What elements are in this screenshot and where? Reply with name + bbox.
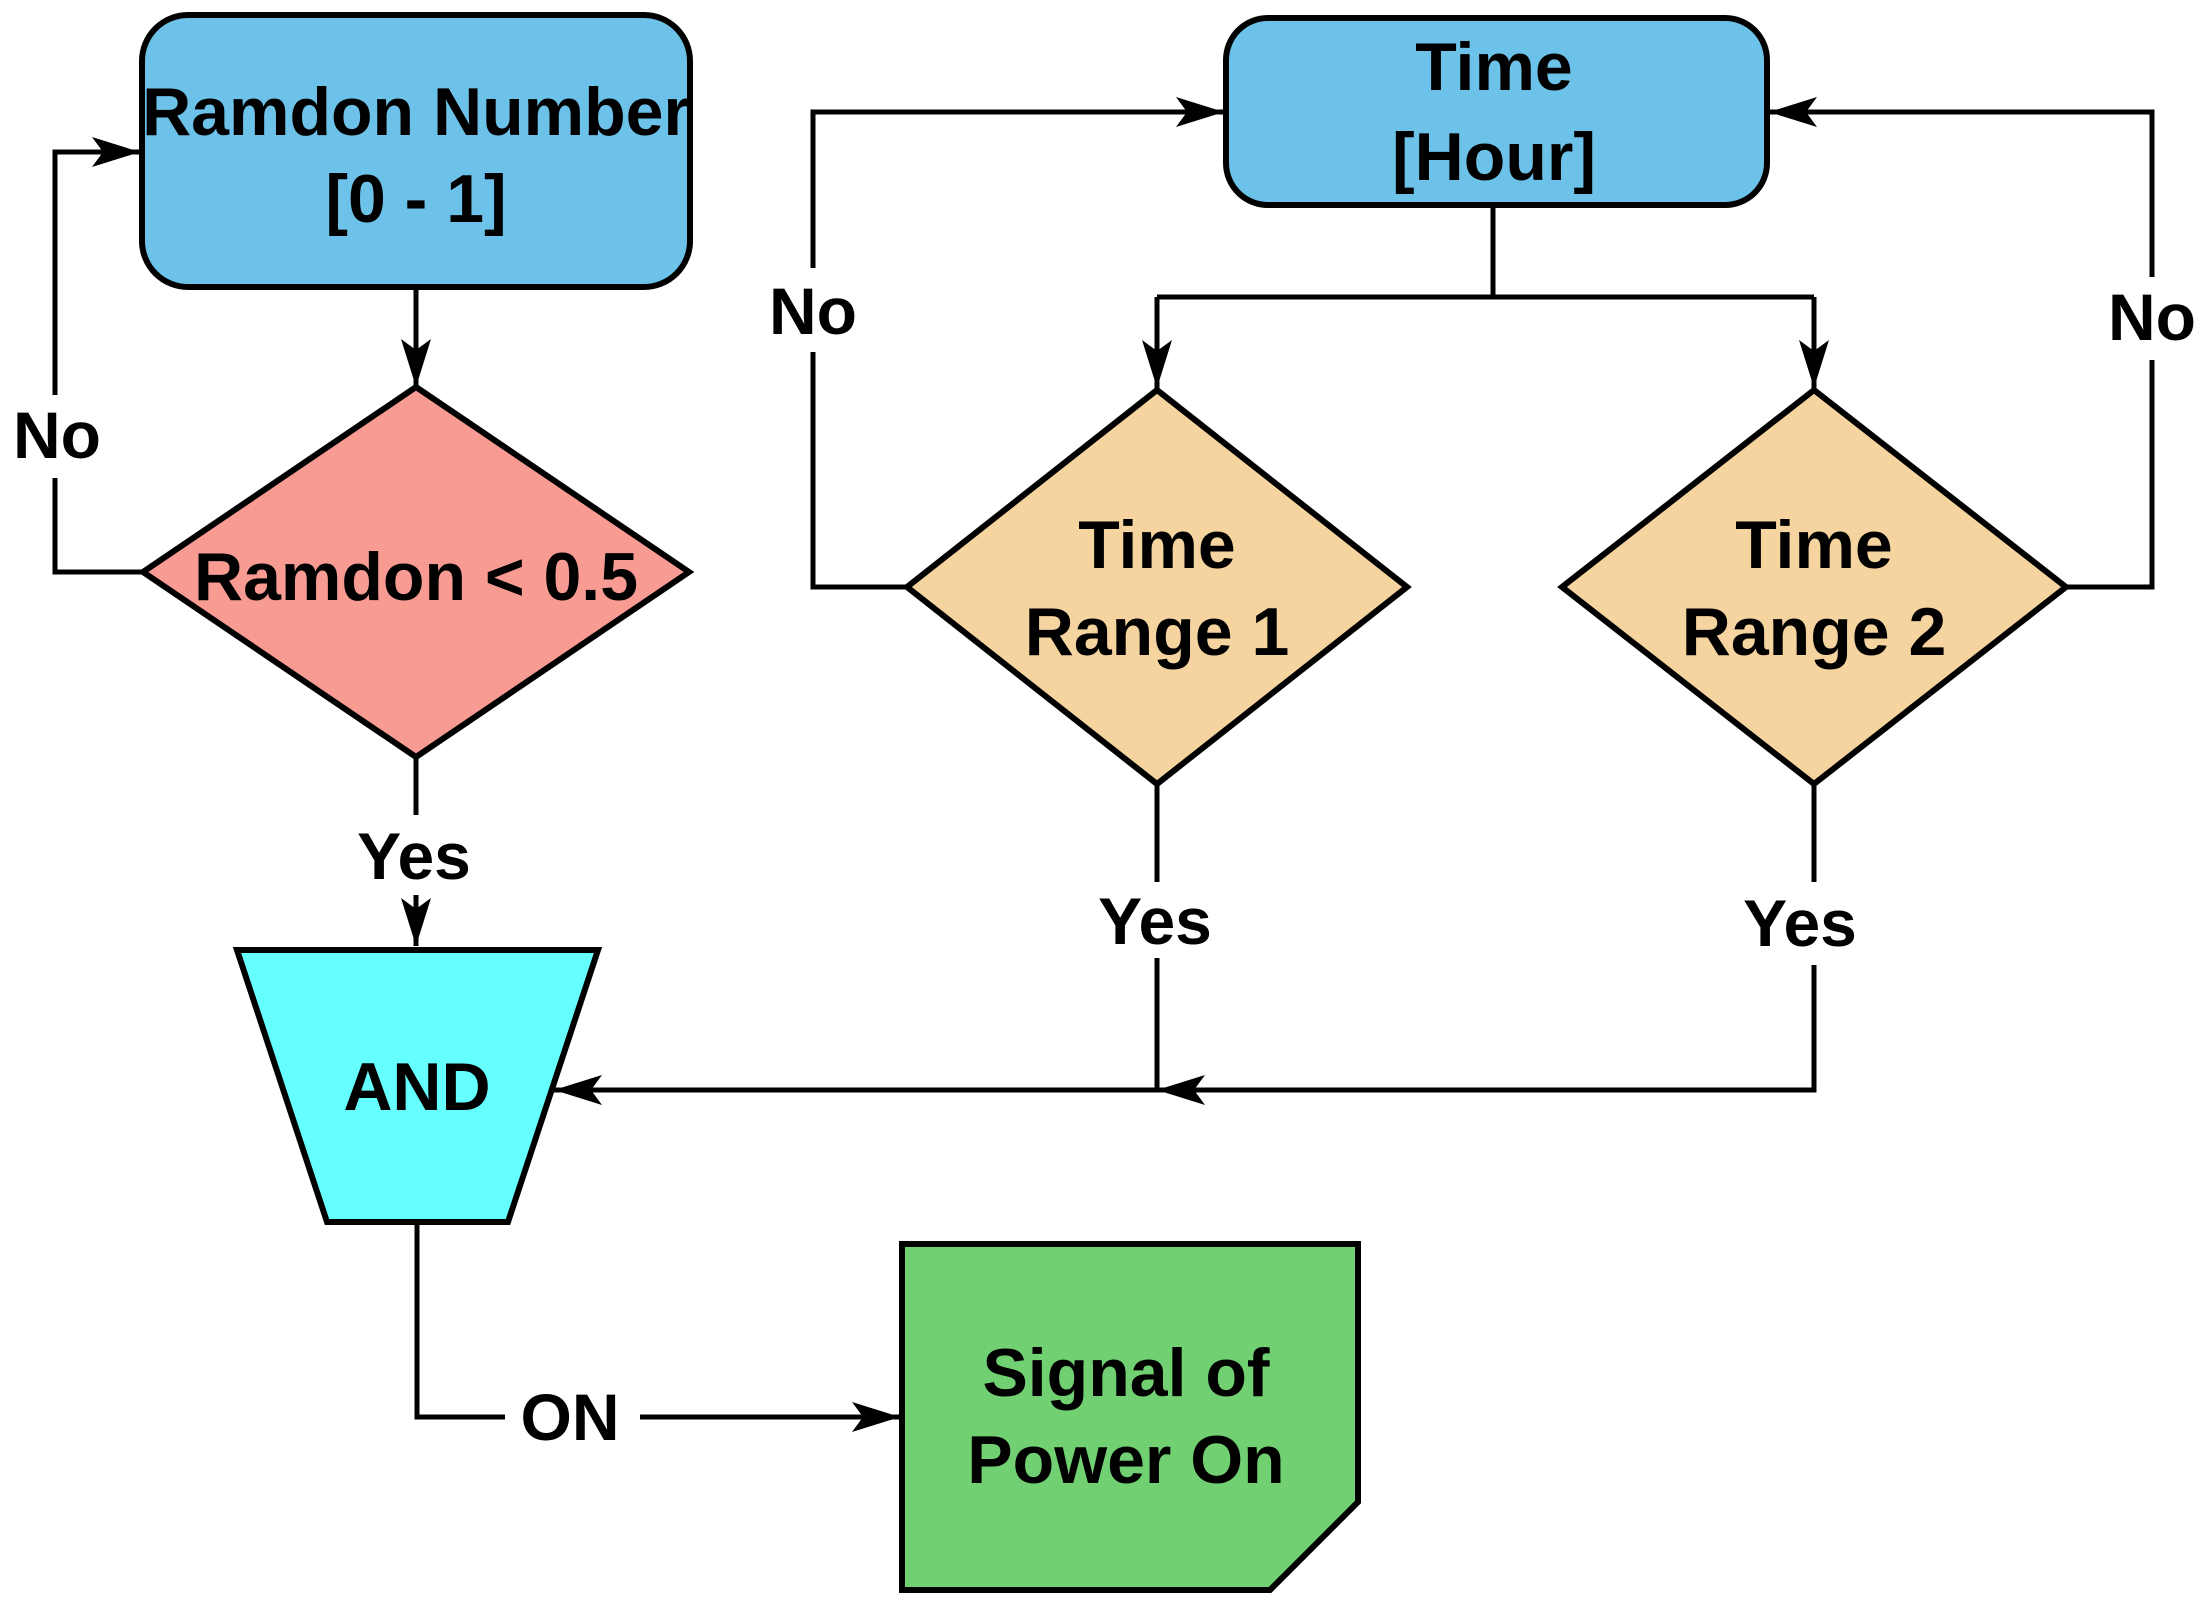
edge-range1-no-loop-upper [810,97,1224,268]
time-range-1-diamond [902,386,1412,788]
label-random-yes: Yes [357,819,471,893]
random-check-label: Ramdon < 0.5 [194,539,638,615]
node-time: Time [Hour] [1223,15,1770,208]
time-range-2-label-line1: Time [1735,507,1892,583]
time-range-2-label-line2: Range 2 [1682,594,1947,670]
edge-and-out-left [414,1222,505,1420]
random-number-label-line2: [0 - 1] [325,161,506,237]
node-random-check: Ramdon < 0.5 [137,383,695,761]
edge-random-no-loop-upper [52,137,140,395]
random-check-diamond [137,383,695,761]
node-and-gate: AND [232,947,603,1225]
edge-range2-no-loop-lower [2066,360,2155,590]
edge-random-no-loop-lower [52,478,143,575]
random-number-label-line1: Ramdon Number [142,74,690,150]
time-box [1223,15,1770,208]
time-range-1-label-line2: Range 1 [1025,594,1290,670]
time-label-line2: [Hour] [1392,119,1596,195]
and-gate-trapezoid [232,947,603,1225]
label-range1-no: No [769,274,857,348]
signal-power-on-label-line2: Power On [967,1422,1284,1498]
time-range-1-label-line1: Time [1078,507,1235,583]
node-signal-power-on: Signal of Power On [899,1241,1361,1593]
edge-range2-no-loop-upper [1769,97,2155,277]
random-number-box [139,12,693,290]
label-and-on: ON [521,1380,620,1454]
label-random-no: No [13,398,101,472]
signal-power-on-card [899,1241,1361,1593]
node-random-number: Ramdon Number [0 - 1] [139,12,693,290]
node-time-range-1: Time Range 1 [902,386,1412,788]
label-range2-no: No [2108,280,2196,354]
and-gate-label: AND [343,1049,490,1125]
label-range2-yes: Yes [1743,886,1857,960]
node-time-range-2: Time Range 2 [1557,386,2071,788]
edge-labels: No Yes No Yes No Yes ON [13,274,2196,1454]
edge-range1-no-loop-lower [810,352,905,590]
edge-yes-join-to-and [554,965,1817,1105]
label-range1-yes: Yes [1098,884,1212,958]
time-label-line1: Time [1415,29,1572,105]
signal-power-on-label-line1: Signal of [982,1335,1269,1411]
edges [52,97,2155,1432]
junction-arrowhead [1157,1075,1205,1105]
time-range-2-diamond [1557,386,2071,788]
